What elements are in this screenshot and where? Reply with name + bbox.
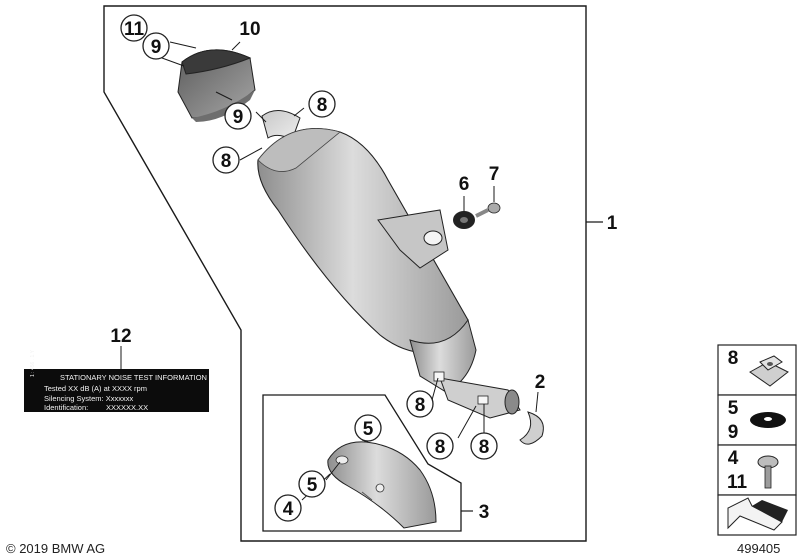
callout-6: 6 (459, 174, 470, 195)
screw-icon (757, 455, 779, 489)
callout-9: 9 (151, 37, 162, 58)
callout-7: 7 (489, 164, 500, 185)
heat-shield-frame (262, 394, 462, 532)
heat-shield[interactable] (327, 441, 437, 529)
callout-2: 2 (535, 372, 546, 393)
callout-12: 12 (110, 326, 131, 347)
legend-number-4: 4 (728, 448, 739, 469)
callout-1: 1 (607, 213, 618, 234)
rear-muffler[interactable] (257, 110, 521, 419)
washer-icon (750, 412, 786, 428)
callout-10: 10 (239, 19, 260, 40)
callout-4: 4 (283, 499, 294, 520)
callout-9: 9 (233, 107, 244, 128)
rubber-grommet[interactable] (453, 211, 475, 229)
legend-number-8: 8 (728, 348, 739, 369)
clamp[interactable] (519, 411, 544, 445)
callout-11: 11 (124, 19, 145, 40)
callout-8: 8 (435, 437, 446, 458)
callout-5: 5 (363, 419, 374, 440)
noise-test-plate: 1 : 456 . 1.Y STATIONARY NOISE TEST INFO… (24, 350, 209, 412)
clip-nut-icon (749, 355, 789, 387)
legend-number-11: 11 (727, 472, 748, 493)
plate-side-text: 1 : 456 . 1.Y (30, 350, 36, 377)
copyright: © 2019 BMW AG (6, 541, 106, 556)
plate-title: STATIONARY NOISE TEST INFORMATION (60, 373, 207, 382)
callout-8: 8 (317, 95, 328, 116)
plate-line-silencing: Silencing System: Xxxxxxx (44, 394, 134, 403)
assembly-frame (103, 5, 587, 542)
legend-number-5: 5 (728, 398, 739, 419)
end-cap[interactable] (177, 49, 256, 122)
callout-3: 3 (479, 502, 490, 523)
callout-8: 8 (415, 395, 426, 416)
plate-line-identification-label: Identification: (44, 403, 89, 412)
callout-circles (120, 14, 498, 522)
drawing-number: 499405 (737, 541, 781, 556)
callout-8: 8 (479, 437, 490, 458)
arrow-icon (727, 497, 788, 531)
callout-5: 5 (307, 475, 318, 496)
plate-line-tested: Tested XX dB (A) at XXXX rpm (44, 384, 147, 393)
leader-lines (120, 41, 539, 501)
callout-8: 8 (221, 151, 232, 172)
legend-number-9: 9 (728, 422, 739, 443)
mounting-bolt[interactable] (475, 202, 501, 218)
plate-line-identification-value: XXXXXX.XX (106, 403, 149, 412)
